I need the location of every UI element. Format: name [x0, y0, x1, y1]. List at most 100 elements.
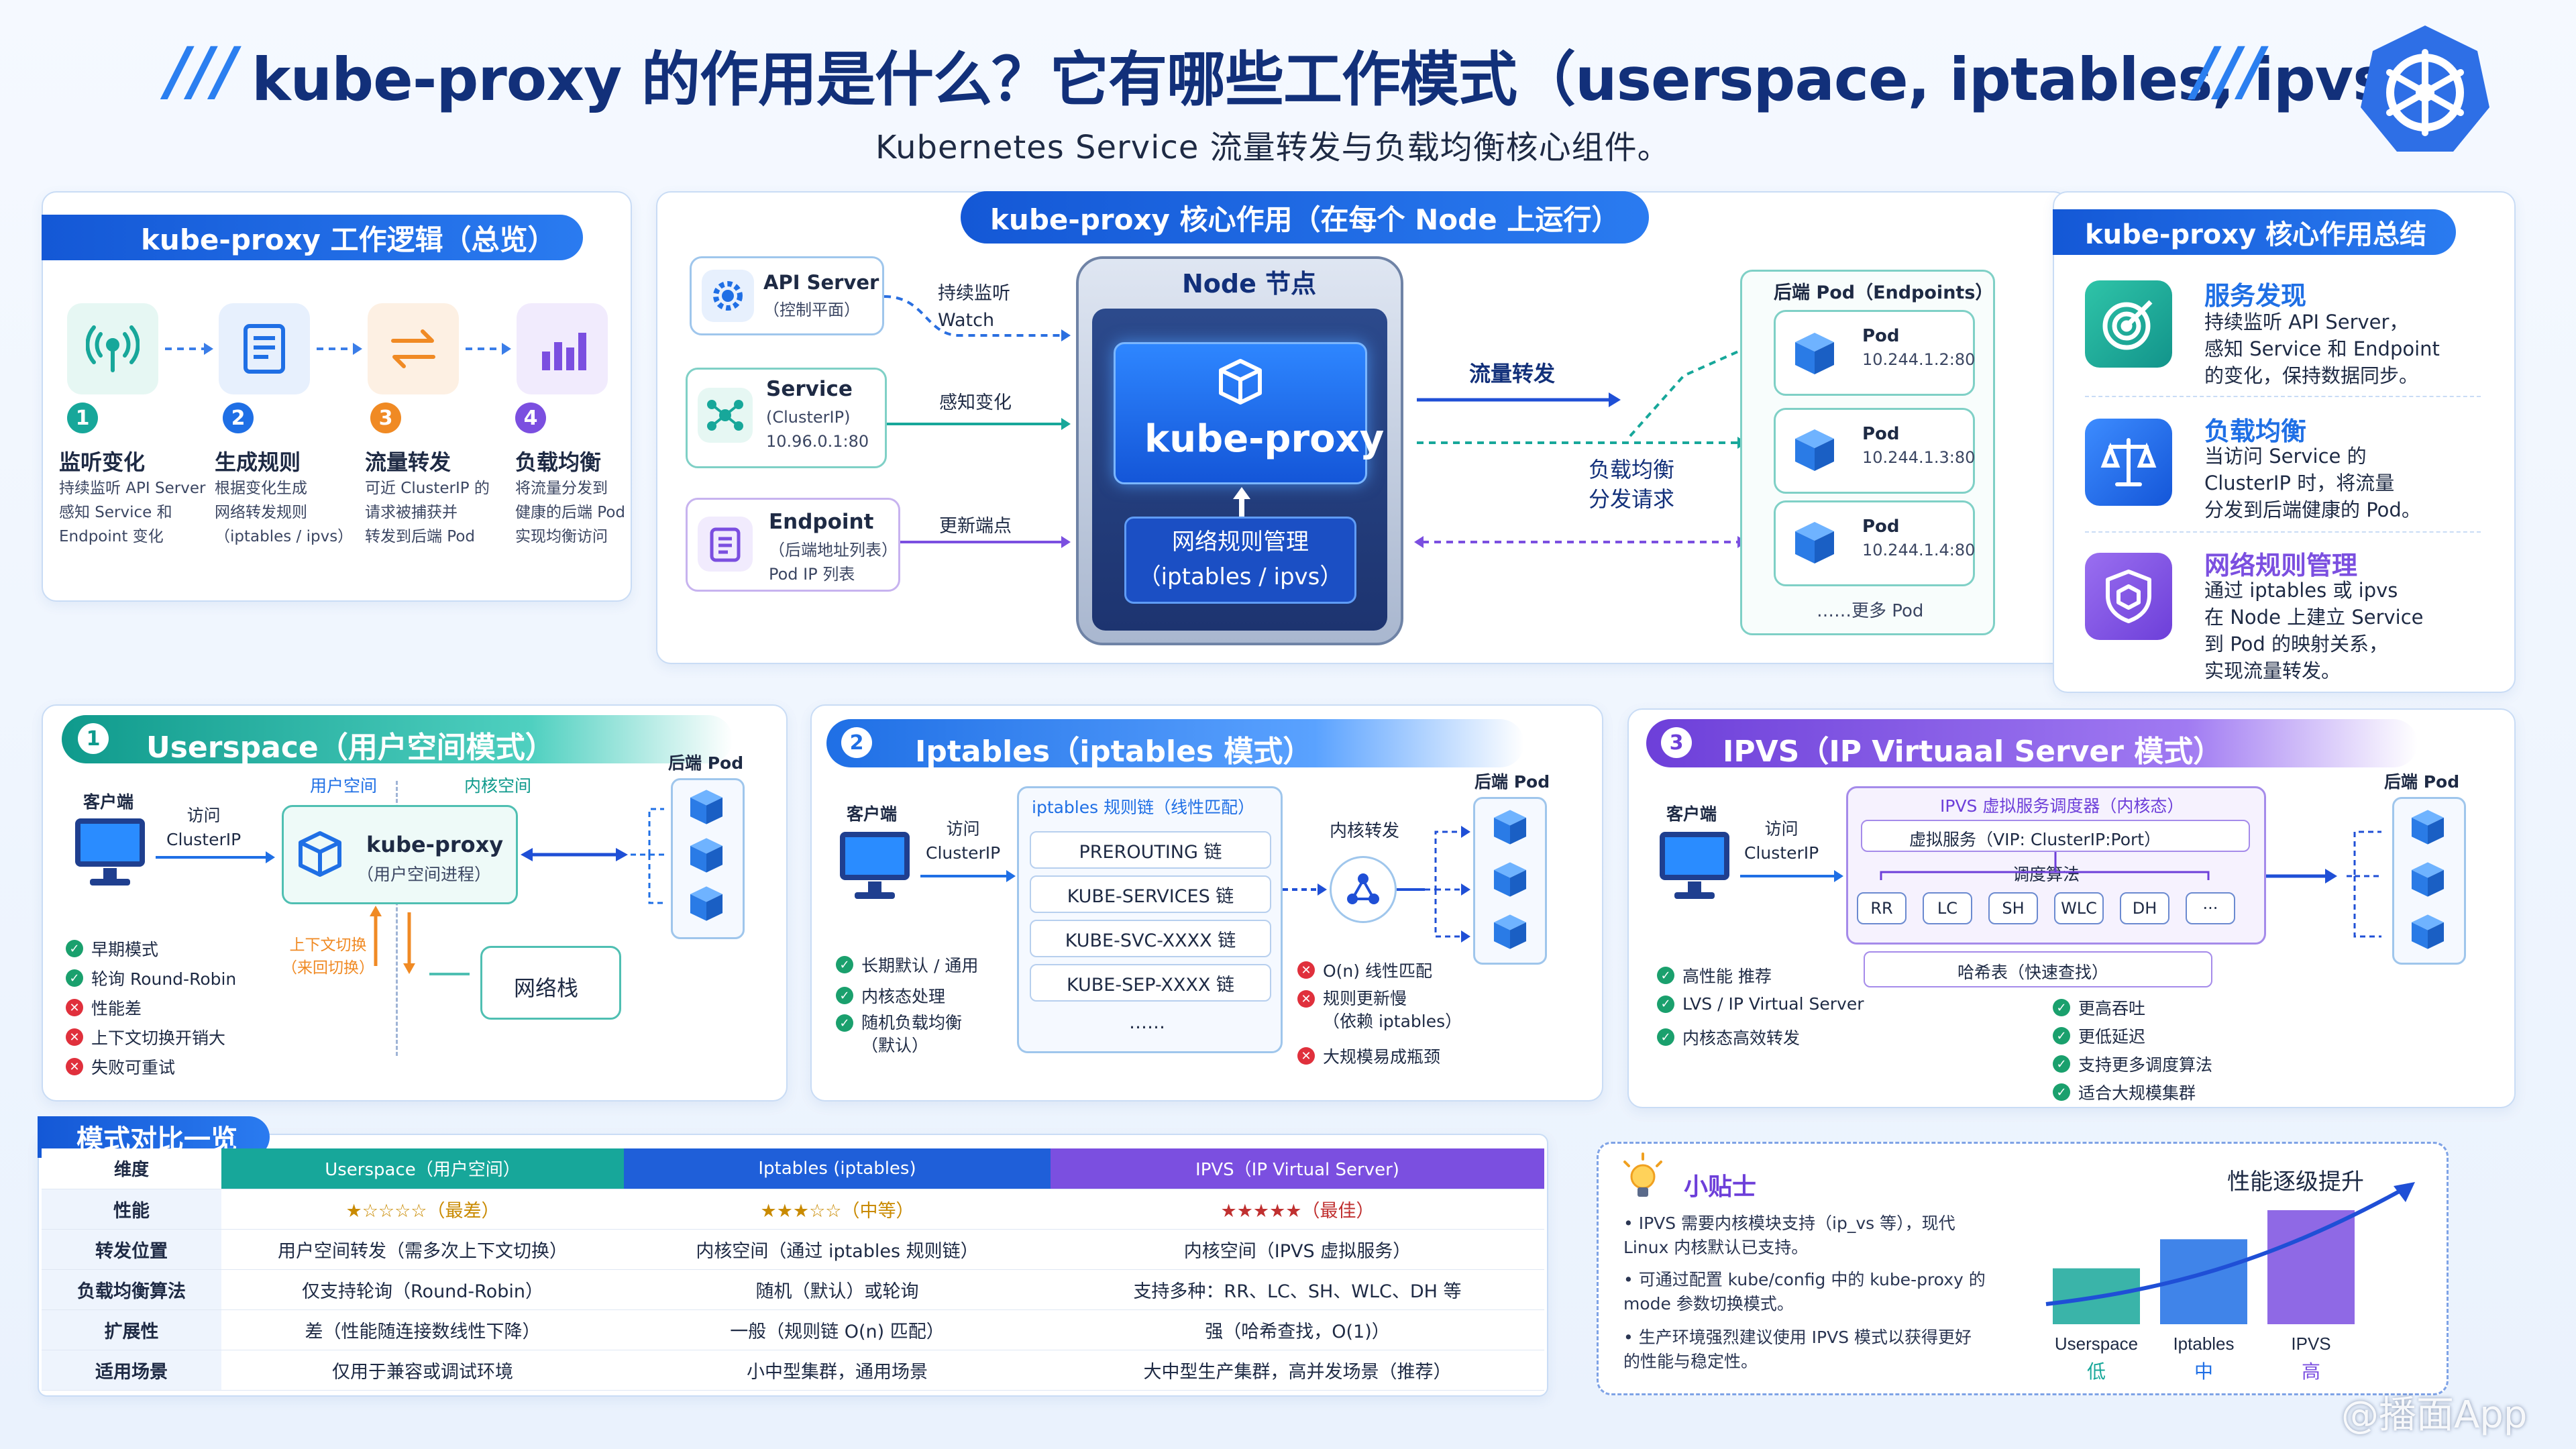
- ipt-con-2: ✕规则更新慢 （依赖 iptables）: [1297, 987, 1462, 1033]
- algo-lc: LC: [1923, 892, 1972, 924]
- step-2-number: 2: [223, 402, 254, 433]
- pod-2-name: Pod: [1862, 424, 1900, 444]
- step-3-title: 流量转发: [365, 449, 451, 475]
- us-access-label: 访问 ClusterIP: [166, 806, 241, 849]
- ipvs-algo-title: 调度算法: [2012, 865, 2080, 884]
- forward-arrows-icon: [368, 303, 459, 394]
- ipvs-number: 3: [1661, 727, 1692, 758]
- row-userspace: ★☆☆☆☆（最差）: [221, 1189, 624, 1230]
- summary-divider-1: [2085, 396, 2481, 397]
- row-dim: 负载均衡算法: [42, 1269, 221, 1310]
- us-point-3: ✕性能差: [66, 996, 142, 1020]
- us-zone-kernel: 内核空间: [464, 776, 532, 796]
- logic-title: kube-proxy 工作逻辑（总览）: [42, 215, 583, 260]
- algo-sh: SH: [1988, 892, 2038, 924]
- summary-item-1-desc: 持续监听 API Server， 感知 Service 和 Endpoint 的…: [2204, 311, 2440, 387]
- scale-icon: [2085, 419, 2172, 506]
- row-ipvs: ★★★★★（最佳）: [1051, 1189, 1544, 1230]
- us-zone-divider: [396, 781, 398, 1056]
- kubernetes-logo-icon: [2358, 20, 2492, 154]
- ipvs-right-3: ✓支持更多调度算法: [2053, 1052, 2212, 1076]
- compare-header-userspace: Userspace（用户空间）: [221, 1148, 624, 1189]
- us-backend-label: 后端 Pod: [668, 753, 744, 773]
- us-proxy-label: kube-proxy: [366, 832, 504, 857]
- iptables-number: 2: [841, 727, 872, 758]
- ipvs-title: IPVS（IP Virtuaal Server 模式）: [1723, 735, 2223, 769]
- table-row: 负载均衡算法 仅支持轮询（Round-Robin） 随机（默认）或轮询 支持多种…: [42, 1269, 1544, 1310]
- ipvs-right-2: ✓更低延迟: [2053, 1024, 2145, 1048]
- tips-item-3: • 生产环境强烈建议使用 IPVS 模式以获得更好 的性能与稳定性。: [1623, 1328, 1972, 1371]
- ipt-access-label: 访问 ClusterIP: [926, 819, 1001, 863]
- ipt-con-3: ✕大规模易成瓶颈: [1297, 1044, 1440, 1068]
- pod-3-cube-icon: [1795, 522, 1834, 564]
- step-1-desc: 持续监听 API Server 感知 Service 和 Endpoint 变化: [59, 480, 206, 545]
- ipvs-arrows: [1740, 830, 2381, 938]
- watch-edge-label: 持续监听 Watch: [938, 283, 1010, 331]
- ipt-client-label: 客户端: [847, 804, 898, 824]
- compare-table: 维度 Userspace（用户空间） Iptables (iptables) I…: [42, 1148, 1544, 1391]
- chain-prerouting: PREROUTING 链: [1030, 831, 1271, 869]
- summary-title: kube-proxy 核心作用总结: [2053, 209, 2457, 255]
- userspace-title: Userspace（用户空间模式）: [146, 731, 555, 765]
- row-iptables: ★★★☆☆（中等）: [624, 1189, 1051, 1230]
- perf-level-label: 低: [2087, 1361, 2106, 1382]
- us-arrows: [156, 808, 664, 975]
- ipvs-sched-title: IPVS 虚拟服务调度器（内核态）: [1940, 796, 2184, 816]
- iptables-header: [826, 719, 1524, 767]
- perf-title: 性能逐级提升: [2227, 1169, 2364, 1195]
- us-switch-label: 上下文切换 （来回切换）: [282, 936, 374, 977]
- backend-title: 后端 Pod（Endpoints）: [1774, 282, 1994, 303]
- tips-title: 小贴士: [1684, 1173, 1757, 1201]
- signal-icon: [67, 303, 158, 394]
- row-userspace: 用户空间转发（需多次上下文切换）: [221, 1229, 624, 1270]
- lightbulb-icon: [1623, 1152, 1662, 1197]
- compare-header-iptables: Iptables (iptables): [624, 1148, 1051, 1189]
- document-icon: [219, 303, 310, 394]
- ipvs-access-label: 访问 ClusterIP: [1744, 819, 1819, 863]
- perf-trend-line: [2045, 1188, 2403, 1306]
- step-4-desc: 将流量分发到 健康的后端 Pod 实现均衡访问: [515, 480, 626, 545]
- pod-1-name: Pod: [1862, 326, 1900, 346]
- ipvs-backend-label: 后端 Pod: [2384, 772, 2460, 792]
- ipvs-header: [1646, 719, 2418, 767]
- perf-level-label: 高: [2302, 1361, 2320, 1382]
- perf-bar-label: IPVS: [2291, 1334, 2330, 1354]
- ipt-pro-1: ✓长期默认 / 通用: [836, 953, 978, 977]
- title-slashes-right: ///: [2194, 34, 2265, 109]
- title-slashes-left: ///: [166, 34, 237, 109]
- row-dim: 转发位置: [42, 1229, 221, 1270]
- ipvs-vs-label: 虚拟服务（VIP: ClusterIP:Port）: [1909, 830, 2161, 849]
- ipt-arrows: [920, 826, 1470, 943]
- row-userspace: 差（性能随连接数线性下降）: [221, 1309, 624, 1350]
- row-iptables: 一般（规则链 O(n) 匹配）: [624, 1309, 1051, 1350]
- pod-2-cube-icon: [1795, 429, 1834, 471]
- step-3-desc: 可近 ClusterIP 的 请求被捕获并 转发到后端 Pod: [365, 480, 490, 545]
- algo-wlc: WLC: [2054, 892, 2104, 924]
- summary-item-3-desc: 通过 iptables 或 ipvs 在 Node 上建立 Service 到 …: [2204, 579, 2424, 682]
- ipvs-client-label: 客户端: [1666, 804, 1717, 824]
- ipvs-computer-icon: [1660, 832, 1729, 899]
- us-stack-label: 网络栈: [514, 975, 579, 1001]
- row-userspace: 仅用于兼容或调试环境: [221, 1350, 624, 1391]
- ipt-pro-3: ✓随机负载均衡 （默认）: [836, 1012, 962, 1057]
- ipt-computer-icon: [840, 832, 910, 899]
- chain-kube-sep: KUBE-SEP-XXXX 链: [1030, 964, 1271, 1002]
- cube-icon: [1216, 357, 1265, 407]
- ipvs-vs-box: [1861, 820, 2250, 852]
- row-iptables: 随机（默认）或轮询: [624, 1269, 1051, 1310]
- us-point-1: ✓早期模式: [66, 936, 158, 961]
- algo-rr: RR: [1857, 892, 1907, 924]
- row-ipvs: 支持多种：RR、LC、SH、WLC、DH 等: [1051, 1269, 1544, 1310]
- us-client-label: 客户端: [83, 792, 134, 812]
- row-ipvs: 内核空间（IPVS 虚拟服务）: [1051, 1229, 1544, 1270]
- pod-1-ip: 10.244.1.2:80: [1862, 350, 1976, 369]
- sense-edge-label: 感知变化: [939, 392, 1012, 413]
- target-icon: [2085, 280, 2172, 368]
- userspace-header: [62, 715, 733, 763]
- ipt-chain-panel: PREROUTING 链 KUBE-SERVICES 链 KUBE-SVC-XX…: [1017, 786, 1283, 1053]
- ipt-kernel-node: [1330, 856, 1397, 923]
- ipt-pod-1-icon: [1493, 810, 1527, 845]
- rules-box: [1124, 517, 1356, 604]
- perf-trend-arrow-icon: [2394, 1182, 2415, 1202]
- us-proxy-sub: （用户空间进程）: [357, 865, 492, 884]
